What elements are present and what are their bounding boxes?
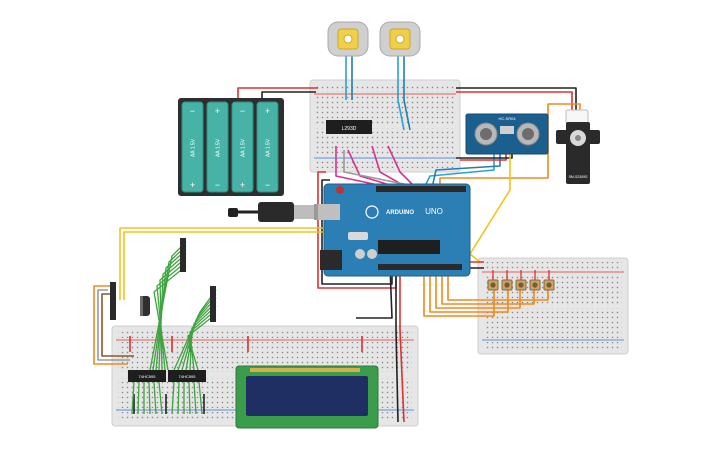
green-wire[interactable] [137, 381, 140, 415]
green-wire[interactable] [193, 381, 197, 415]
usb-cable[interactable] [228, 202, 328, 222]
battery-terminal-bottom: + [240, 180, 245, 190]
battery-terminal-top: + [215, 106, 220, 116]
battery-cell: + − AA 1.5V [256, 101, 279, 193]
push-button[interactable] [515, 270, 527, 291]
battery-cell: + − AA 1.5V [206, 101, 229, 193]
battery-cell: − + AA 1.5V [181, 101, 204, 193]
ultrasonic-sensor[interactable]: HC-SR04 [465, 113, 549, 155]
lcd-display[interactable] [235, 365, 379, 429]
servo-label: SM-S2309S [569, 175, 589, 179]
servo-motor[interactable]: SM-S2309S [556, 109, 600, 184]
battery-pack[interactable]: − + AA 1.5V + − AA 1.5V − + AA 1.5V + − AA 1.5V [178, 98, 284, 196]
green-wire[interactable] [188, 381, 191, 415]
battery-terminal-top: + [265, 106, 270, 116]
battery-cell: − + AA 1.5V [231, 101, 254, 193]
battery-cell-label: AA 1.5V [241, 138, 247, 157]
green-wire[interactable] [153, 381, 157, 415]
green-wire[interactable] [159, 257, 187, 371]
capacitor[interactable] [140, 296, 150, 316]
green-wire[interactable] [189, 309, 217, 371]
breadboard-right[interactable] [477, 257, 629, 355]
green-wire[interactable] [148, 381, 151, 415]
arduino-uno[interactable]: ARDUINO UNO [318, 183, 471, 277]
breadboard-top[interactable] [309, 79, 461, 173]
push-button[interactable] [529, 270, 541, 291]
battery-terminal-top: − [240, 106, 245, 116]
shift-register-2[interactable]: 74HC595 [168, 370, 206, 382]
push-button[interactable] [487, 270, 499, 291]
push-button[interactable] [543, 270, 555, 291]
green-wire[interactable] [153, 265, 187, 371]
green-wire[interactable] [187, 313, 217, 371]
battery-cell-label: AA 1.5V [191, 138, 197, 157]
green-wire[interactable] [189, 305, 217, 371]
shift-register-2-label: 74HC595 [179, 374, 197, 379]
reset-button[interactable] [336, 186, 344, 194]
green-wire[interactable] [198, 381, 203, 415]
ultrasonic-label: HC-SR04 [498, 116, 516, 121]
shift-register-1[interactable]: 74HC595 [128, 370, 166, 382]
arduino-model: UNO [425, 207, 443, 216]
dc-motor-right[interactable] [379, 21, 421, 57]
header-pins-left [110, 238, 216, 322]
battery-cell-label: AA 1.5V [216, 138, 222, 157]
green-wire[interactable] [155, 249, 187, 371]
push-button[interactable] [501, 270, 513, 291]
motor-driver-label: L293D [342, 126, 357, 132]
green-wire[interactable] [131, 381, 135, 415]
battery-terminal-bottom: − [215, 180, 220, 190]
green-wire[interactable] [158, 253, 187, 371]
green-wire[interactable] [171, 381, 175, 415]
green-wire[interactable] [158, 381, 163, 415]
green-wires[interactable] [131, 241, 217, 415]
push-buttons[interactable] [487, 270, 555, 291]
battery-terminal-bottom: + [190, 180, 195, 190]
green-wire[interactable] [181, 297, 217, 371]
battery-terminal-top: − [190, 106, 195, 116]
lcd-screen [246, 376, 368, 416]
green-wire[interactable] [177, 381, 180, 415]
dc-motor-left[interactable] [327, 21, 369, 57]
green-wire[interactable] [185, 301, 217, 371]
shift-register-1-label: 74HC595 [139, 374, 157, 379]
motor-driver-chip[interactable]: L293D [326, 120, 372, 134]
battery-terminal-bottom: − [265, 180, 270, 190]
arduino-brand: ARDUINO [386, 210, 414, 216]
battery-cell-label: AA 1.5V [266, 138, 272, 157]
